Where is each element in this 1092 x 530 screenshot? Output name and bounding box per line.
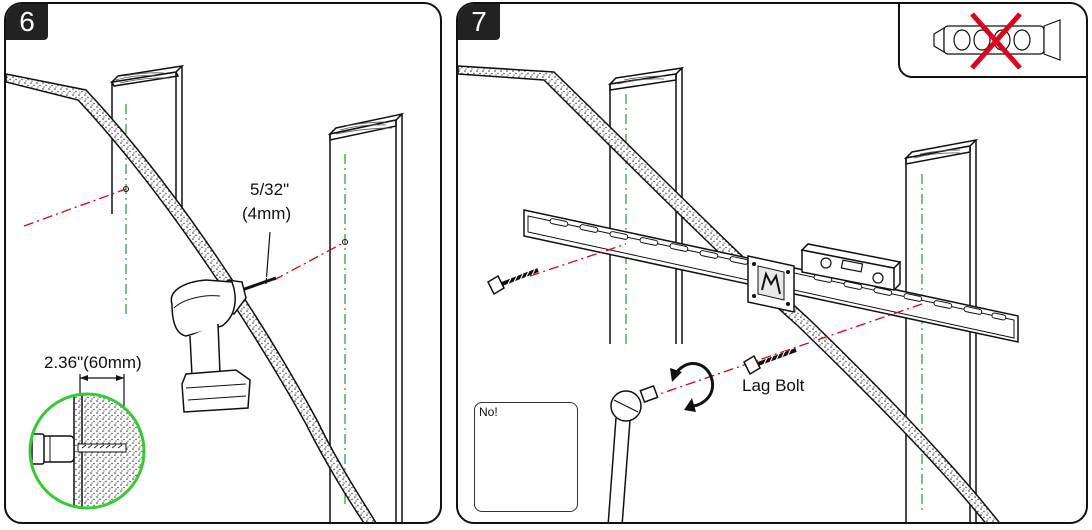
drywall-cut-edge bbox=[6, 73, 377, 522]
bit-size-pointer bbox=[265, 231, 271, 285]
wall-mount-plate bbox=[523, 209, 1019, 343]
step-7-panel: 7 bbox=[456, 2, 1088, 524]
drill-axis-line-left bbox=[23, 188, 127, 227]
no-drywall-anchor-icon bbox=[933, 12, 1061, 70]
clockwise-rotation-arrow-icon bbox=[670, 362, 715, 412]
bolt-axis-line-left bbox=[529, 243, 627, 277]
step-number-badge: 7 bbox=[458, 4, 500, 40]
lag-bolt-right-icon bbox=[743, 348, 797, 376]
depth-detail-circle bbox=[28, 392, 146, 510]
no-power-drill-warning-box: No! bbox=[474, 402, 578, 512]
power-drill-icon bbox=[170, 276, 277, 413]
lag-bolt-label: Lag Bolt bbox=[742, 376, 805, 395]
drill-axis-line-right bbox=[273, 241, 346, 281]
lag-bolt-left-icon bbox=[487, 268, 539, 296]
no-drywall-anchor-inset bbox=[898, 4, 1086, 78]
socket-wrench-icon bbox=[607, 385, 659, 522]
step-6-panel: 6 bbox=[4, 2, 442, 524]
wall-stud-right bbox=[327, 112, 405, 522]
step-number-badge: 6 bbox=[6, 4, 48, 40]
no-warning-label: No! bbox=[479, 405, 498, 419]
drywall-cut-edge bbox=[458, 65, 1000, 522]
bubble-level-icon bbox=[800, 243, 902, 291]
drill-depth-label: 2.36"(60mm) bbox=[44, 353, 142, 372]
drill-bit-size-label: 5/32" bbox=[250, 180, 290, 199]
step-6-illustration bbox=[6, 64, 405, 522]
depth-dimension bbox=[79, 374, 125, 434]
drill-bit-metric-label: (4mm) bbox=[242, 204, 292, 223]
